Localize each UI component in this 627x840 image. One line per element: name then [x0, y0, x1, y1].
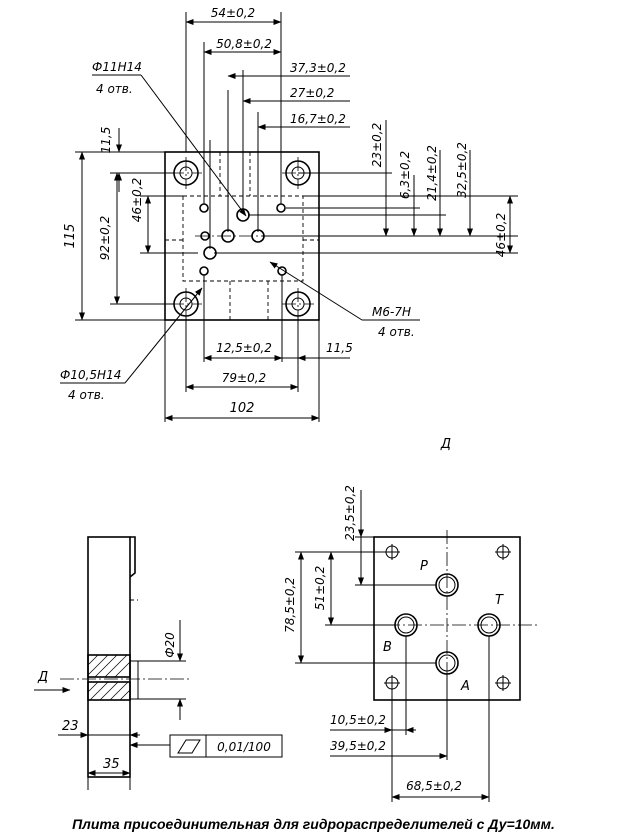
dim-68-5: 68,5±0,2	[406, 779, 462, 793]
section-hatching	[87, 654, 131, 701]
hole-11-label: Ф11Н14	[92, 60, 142, 74]
dim-23: 23±0,2	[370, 123, 384, 167]
port-view-corner-hole	[495, 675, 511, 691]
port-view-corner-hole	[495, 544, 511, 560]
dim-54: 54±0,2	[211, 6, 255, 20]
tolerance-symbol-cell	[169, 734, 207, 758]
dim-46-right: 46±0,2	[494, 213, 508, 257]
dim-102: 102	[230, 401, 255, 416]
dim-11-5-bottom: 11,5	[326, 341, 353, 355]
dim-78-5: 78,5±0,2	[283, 577, 297, 633]
port-b-label: B	[383, 640, 392, 655]
dim-16-7: 16,7±0,2	[290, 112, 346, 126]
tolerance-value-cell	[205, 734, 283, 758]
port-p-label: P	[420, 559, 428, 574]
view-arrow-label: Д	[37, 670, 48, 685]
port-t-label: T	[495, 593, 504, 608]
dim-12-5: 12,5±0,2	[216, 341, 272, 355]
dim-35: 35	[103, 757, 120, 772]
section-view: Ф20 Д 23 35 0,01/100	[34, 536, 283, 790]
dim-46-left: 46±0,2	[130, 178, 144, 222]
hole-10-5-count: 4 отв.	[68, 388, 105, 402]
hole-10-5-label: Ф10,5Н14	[60, 368, 121, 382]
plate-side-outline	[87, 536, 131, 778]
dim-32-5: 32,5±0,2	[455, 142, 469, 198]
dim-27: 27±0,2	[290, 86, 334, 100]
dim-10-5: 10,5±0,2	[330, 713, 386, 727]
mount-hole-bottom-left	[170, 288, 202, 320]
port-view-corner-hole	[384, 544, 400, 560]
dim-21-4: 21,4±0,2	[425, 145, 439, 201]
drawing-caption: Плита присоединительная для гидрораспред…	[72, 816, 555, 832]
dim-23-5: 23,5±0,2	[343, 485, 357, 541]
port-a-label: A	[460, 679, 470, 694]
dim-92: 92±0,2	[98, 216, 112, 260]
dim-phi20: Ф20	[163, 632, 177, 658]
port-view: P T B A 23,5±0,2 78,5±0,2 51±0,2 10,5±0,…	[283, 485, 540, 802]
dim-50-8: 50,8±0,2	[216, 37, 272, 51]
port-view-corner-hole	[384, 675, 400, 691]
thread-count: 4 отв.	[378, 325, 415, 339]
dim-6-3: 6,3±0,2	[398, 151, 412, 199]
dim-115: 115	[63, 224, 78, 249]
mount-hole-bottom-right	[282, 288, 314, 320]
flatness-icon	[177, 739, 201, 754]
dim-37-3: 37,3±0,2	[290, 61, 346, 75]
hole-11-count: 4 отв.	[96, 82, 133, 96]
dim-11-5-left: 11,5	[99, 127, 113, 154]
dim-51: 51±0,2	[313, 566, 327, 610]
dim-23-section: 23	[62, 719, 79, 734]
dim-39-5: 39,5±0,2	[330, 739, 386, 753]
dim-79: 79±0,2	[222, 371, 266, 385]
mount-hole-top-left	[170, 157, 202, 189]
thread-label: М6-7Н	[372, 305, 411, 319]
tolerance-value: 0,01/100	[217, 740, 271, 754]
top-view: 54±0,2 50,8±0,2 37,3±0,2 27±0,2 16,7±0,2…	[60, 6, 518, 422]
view-d-label: Д	[440, 437, 451, 452]
